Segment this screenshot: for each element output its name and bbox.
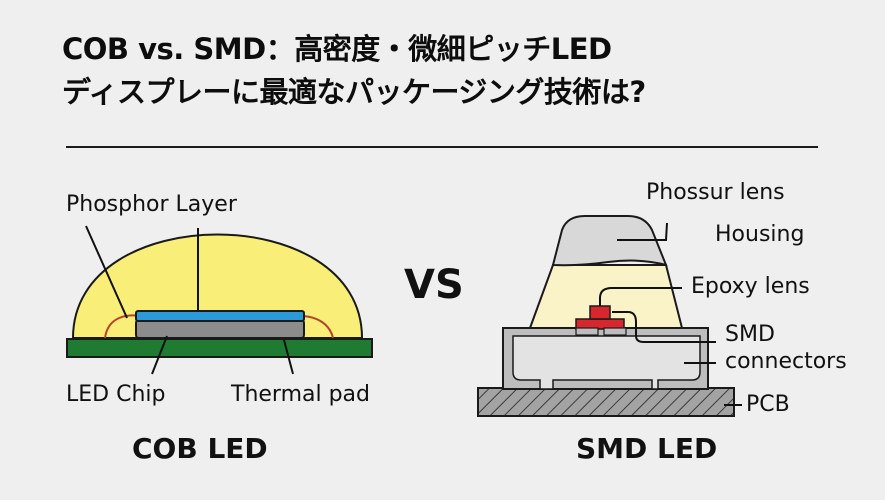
title-divider xyxy=(66,146,818,148)
page-title: COB vs. SMD：高密度・微細ピッチLED ディスプレーに最適なパッケージ… xyxy=(62,28,646,114)
title-line-1: COB vs. SMD：高密度・微細ピッチLED xyxy=(62,32,612,66)
label-smd-connectors-1: SMD xyxy=(725,322,775,347)
label-phossur-lens: Phossur lens xyxy=(646,180,785,205)
label-epoxy-lens: Epoxy lens xyxy=(691,274,810,299)
cob-pcb xyxy=(66,338,373,358)
label-led-chip: LED Chip xyxy=(66,382,166,407)
smd-caption: SMD LED xyxy=(576,432,718,465)
chip-top-layer xyxy=(135,310,305,322)
label-pcb: PCB xyxy=(746,392,790,417)
phossur-lens xyxy=(551,215,668,267)
title-line-2: ディスプレーに最適なパッケージング技術は? xyxy=(62,75,646,109)
smd-pcb xyxy=(477,387,735,417)
label-smd-connectors-2: connectors xyxy=(725,349,847,374)
vs-label: VS xyxy=(404,262,464,308)
label-housing: Housing xyxy=(715,222,805,247)
label-thermal-pad: Thermal pad xyxy=(231,382,371,407)
cob-caption: COB LED xyxy=(132,432,268,465)
led-chip xyxy=(135,319,305,339)
label-phosphor-layer: Phosphor Layer xyxy=(66,192,237,217)
smd-chip-top xyxy=(589,305,611,320)
